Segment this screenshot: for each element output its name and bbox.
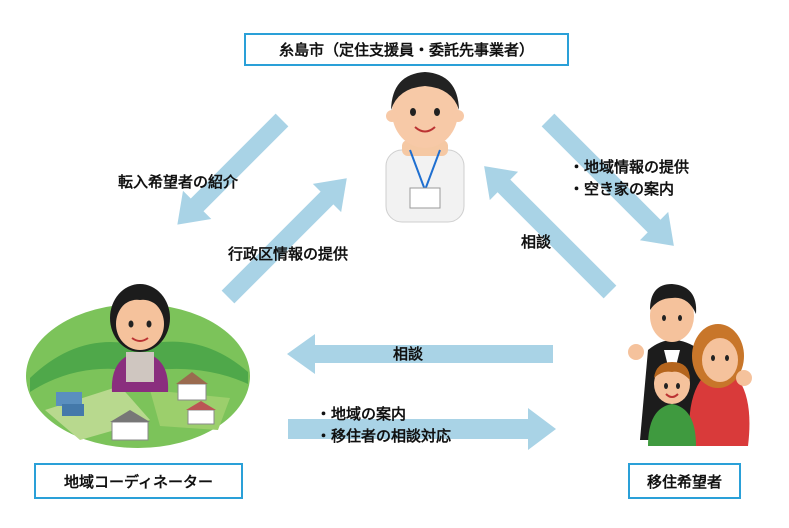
- label-city-to-coordinator: 転入希望者の紹介: [118, 173, 239, 191]
- arrow-migrant-to-coordinator: [287, 334, 553, 374]
- city-staff-illustration: [385, 72, 465, 223]
- migrant-family-illustration: [628, 284, 752, 446]
- node-coordinator: 地域コーディネーター: [34, 463, 243, 499]
- label-coordinator-to-migrant: ・地域の案内 ・移住者の相談対応: [316, 404, 451, 448]
- node-coordinator-label: 地域コーディネーター: [64, 472, 213, 491]
- arrow-coordinator-to-migrant: [288, 408, 556, 450]
- arrow-city-to-coordinator: [177, 113, 289, 225]
- label-city-to-migrant-line-2: ・空き家の案内: [569, 179, 675, 198]
- label-coordinator-to-city: 行政区情報の提供: [228, 245, 349, 263]
- label-migrant-to-city: 相談: [521, 233, 552, 251]
- node-migrant-label: 移住希望者: [646, 472, 722, 491]
- coordinator-landscape-illustration: [26, 284, 250, 448]
- label-migrant-to-coordinator: 相談: [393, 345, 424, 363]
- node-migrant: 移住希望者: [628, 463, 741, 499]
- arrow-city-to-migrant: [541, 113, 674, 246]
- label-coordinator-to-migrant-line-2: ・移住者の相談対応: [316, 426, 452, 445]
- arrow-coordinator-to-city: [221, 178, 347, 304]
- label-city-to-migrant: ・地域情報の提供 ・空き家の案内: [569, 157, 689, 201]
- arrow-migrant-to-city: [484, 166, 617, 299]
- label-city-to-migrant-line-1: ・地域情報の提供: [569, 158, 690, 176]
- node-city-label: 糸島市（定住支援員・委託先事業者）: [278, 41, 534, 59]
- label-coordinator-to-migrant-line-1: ・地域の案内: [316, 405, 407, 423]
- node-city: 糸島市（定住支援員・委託先事業者）: [244, 33, 569, 66]
